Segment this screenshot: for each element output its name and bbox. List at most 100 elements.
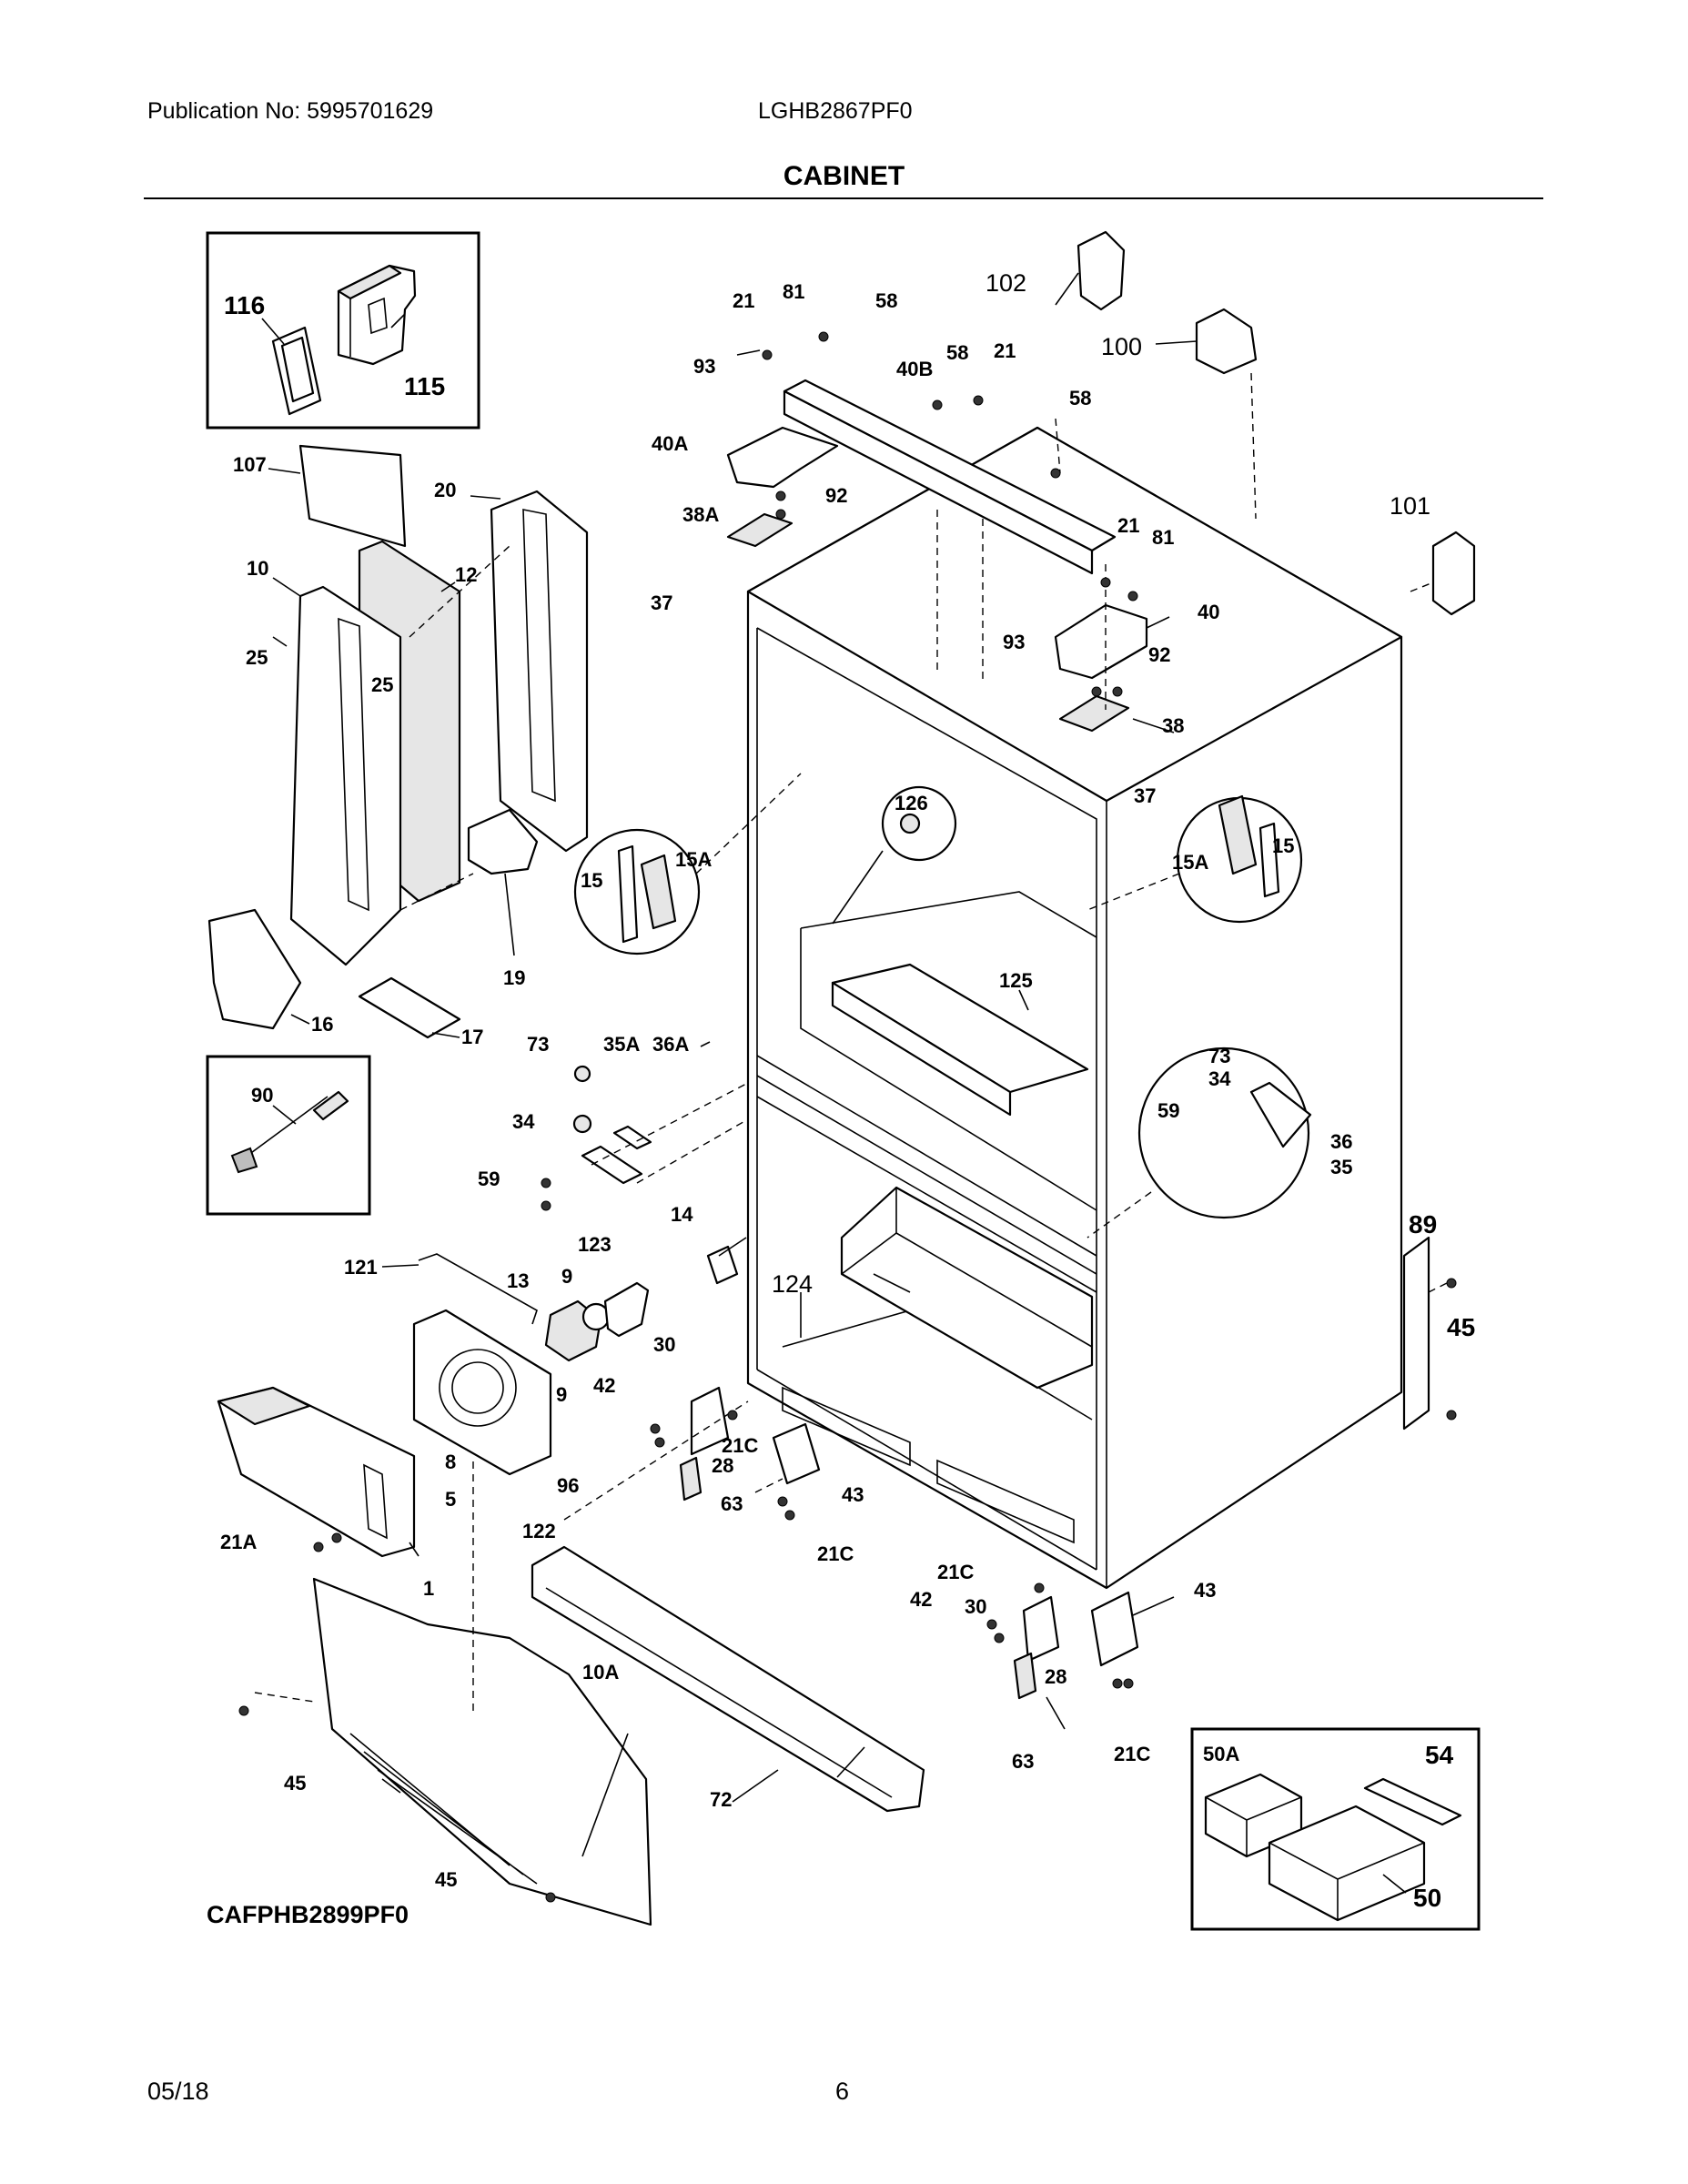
part-label: 10A [582, 1661, 619, 1684]
part-hinge-35A [581, 1145, 643, 1185]
part-label: 122 [522, 1520, 556, 1542]
part-label: 45 [284, 1772, 306, 1795]
part-label: 21 [994, 339, 1016, 362]
part-label: 40 [1198, 601, 1219, 623]
part-label: 101 [1390, 492, 1430, 520]
leader-left-callout [695, 773, 802, 875]
part-label: 12 [455, 563, 477, 586]
model-number: LGHB2867PF0 [758, 98, 913, 124]
part-light-126 [899, 813, 921, 834]
part-label: 92 [825, 484, 847, 507]
inset-box-control [1190, 1727, 1481, 1931]
part-label: 43 [842, 1483, 864, 1506]
part-bracket-54 [1363, 1777, 1462, 1826]
part-hinge-43-right [1090, 1591, 1139, 1667]
part-label: 21A [220, 1531, 257, 1553]
part-label: 21 [733, 289, 754, 312]
part-damper-19 [467, 808, 539, 875]
part-clip-14 [706, 1245, 739, 1285]
part-label: 5 [445, 1488, 456, 1511]
part-label: 28 [712, 1454, 733, 1477]
part-label: 21C [722, 1434, 758, 1457]
part-hinge-38A [726, 512, 793, 548]
part-label: 36A [652, 1033, 689, 1056]
part-label: 107 [233, 453, 267, 476]
part-vent-15A-right [1218, 794, 1258, 875]
part-label: 59 [478, 1168, 500, 1190]
part-icemaker-housing [337, 264, 417, 366]
part-top-rail-40B [783, 379, 1117, 575]
part-kick-plate-10A [312, 1577, 652, 1926]
part-label: 10 [247, 557, 268, 580]
part-label: 25 [371, 673, 393, 696]
part-drawer-124 [840, 1186, 1094, 1390]
part-label: 15 [1272, 834, 1294, 857]
part-label: 19 [503, 966, 525, 989]
part-label: 63 [1012, 1750, 1034, 1773]
part-toe-grille-72 [531, 1545, 925, 1813]
assembly-dashed-lines [254, 372, 1448, 1711]
part-label: 38 [1162, 714, 1184, 737]
part-label: 25 [246, 646, 268, 669]
part-wire-121 [418, 1253, 538, 1325]
publication-number: Publication No: 5995701629 [147, 98, 434, 124]
part-label: 81 [783, 280, 804, 303]
inset-box-sensor [206, 1055, 371, 1216]
part-control-board-50 [1268, 1805, 1426, 1922]
part-label: 37 [1134, 784, 1156, 807]
part-label: 93 [693, 355, 715, 378]
part-cam-34 [572, 1114, 592, 1134]
part-label: 42 [593, 1374, 615, 1397]
part-label: 124 [772, 1270, 813, 1298]
part-label: 13 [507, 1269, 529, 1292]
part-foam-107 [298, 444, 407, 548]
part-evaporator-cover-1 [217, 1386, 416, 1558]
part-shelf-125 [831, 963, 1089, 1117]
part-label: 90 [251, 1084, 273, 1107]
part-label: 50 [1413, 1884, 1441, 1912]
part-label: 40B [896, 358, 933, 380]
part-hinge-36 [1249, 1081, 1312, 1148]
part-bracket-123 [603, 1281, 650, 1338]
footer-page-number: 6 [835, 2078, 850, 2105]
part-vent-15A-left [640, 854, 677, 930]
part-label: 15 [581, 869, 602, 892]
part-leveler-63 [679, 1456, 702, 1502]
part-label: 21C [1114, 1743, 1150, 1765]
part-label: 14 [671, 1203, 693, 1226]
part-label: 93 [1003, 631, 1025, 653]
part-cap-73 [573, 1065, 591, 1083]
part-label: 58 [1069, 387, 1091, 410]
part-labels: 116 115 107 20 10 12 25 25 19 16 17 90 7… [220, 269, 1475, 1912]
part-fan-motor-13 [544, 1299, 611, 1362]
part-hinge-30-right [1022, 1595, 1060, 1663]
leader-right-callout [1087, 873, 1180, 911]
part-label: 43 [1194, 1579, 1216, 1602]
part-bracket-100 [1195, 308, 1258, 375]
part-label: 17 [461, 1026, 483, 1048]
part-label: 34 [512, 1110, 535, 1133]
part-label: 89 [1409, 1210, 1437, 1239]
part-label: 72 [710, 1788, 732, 1811]
part-label: 21C [817, 1542, 854, 1565]
part-label: 58 [875, 289, 897, 312]
part-label: 73 [1208, 1045, 1230, 1067]
part-label: 100 [1101, 333, 1142, 360]
header-rule [144, 197, 1543, 199]
part-label: 35A [603, 1033, 640, 1056]
part-label: 121 [344, 1256, 378, 1279]
leader-hinge-callout [1087, 1191, 1152, 1239]
part-label: 30 [965, 1595, 986, 1618]
part-label: 40A [652, 432, 688, 455]
part-label: 20 [434, 479, 456, 501]
part-label: 123 [578, 1233, 612, 1256]
part-label: 126 [895, 792, 928, 814]
part-label: 115 [404, 372, 445, 400]
part-label: 58 [946, 341, 968, 364]
part-label: 8 [445, 1451, 456, 1473]
part-label: 81 [1152, 526, 1174, 549]
part-label: 16 [311, 1013, 333, 1036]
leader-lines [261, 272, 1407, 1894]
part-label: 9 [561, 1265, 572, 1288]
